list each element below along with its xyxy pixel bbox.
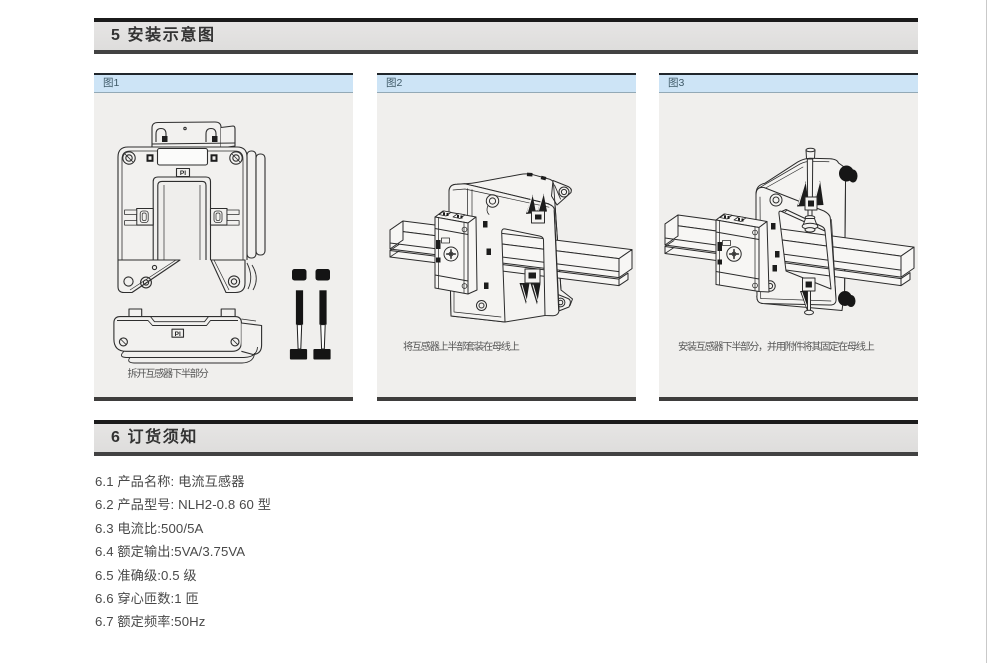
figure-1-label: 图1 bbox=[94, 75, 353, 93]
figure-3-body: 安装互感器下半部分，并用附件将其固定在母线上 bbox=[659, 93, 918, 397]
section-6-title: 6 订货须知 bbox=[111, 429, 198, 446]
figure-1-panel: 图1 bbox=[94, 73, 353, 401]
figure-2-caption: 将互感器上半部套装在母线上 bbox=[403, 342, 520, 353]
figure-3-label: 图3 bbox=[659, 75, 918, 93]
figure-2-panel: 图2 bbox=[377, 73, 636, 401]
figure-2-drawing bbox=[389, 172, 633, 323]
figure-1-drawing: PI bbox=[113, 121, 331, 364]
figure-1-part-label-top: PI bbox=[180, 170, 186, 177]
figure-1-part-label-bottom: PI bbox=[175, 331, 181, 338]
ordering-item-7: 6.7 额定频率:50Hz bbox=[95, 614, 206, 630]
ordering-item-3: 6.3 电流比:500/5A bbox=[95, 520, 204, 536]
ordering-item-6: 6.6 穿心匝数:1 匝 bbox=[95, 590, 199, 606]
figure-1-caption: 拆开互感器下半部分 bbox=[127, 369, 209, 380]
ordering-item-4: 6.4 额定输出:5VA/3.75VA bbox=[95, 544, 246, 560]
figure-1-body: PI bbox=[94, 93, 353, 397]
figure-2-label: 图2 bbox=[377, 75, 636, 93]
section-6-header: 6 订货须知 bbox=[94, 420, 918, 456]
figure-3-caption: 安装互感器下半部分，并用附件将其固定在母线上 bbox=[678, 342, 875, 353]
ordering-item-1: 6.1 产品名称: 电流互感器 bbox=[95, 474, 245, 489]
figure-3-panel: 图3 bbox=[659, 73, 918, 401]
figure-3-drawing bbox=[664, 147, 915, 316]
ordering-item-5: 6.5 准确级:0.5 级 bbox=[95, 567, 197, 583]
page-edge-line bbox=[986, 0, 987, 663]
ordering-item-2: 6.2 产品型号: NLH2-0.8 60 型 bbox=[95, 497, 271, 513]
figure-2-body: 将互感器上半部套装在母线上 bbox=[377, 93, 636, 397]
section-5-header: 5 安装示意图 bbox=[94, 18, 918, 54]
section-5-title: 5 安装示意图 bbox=[111, 27, 216, 44]
ordering-list: 6.1 产品名称: 电流互感器 6.2 产品型号: NLH2-0.8 60 型 … bbox=[95, 470, 271, 634]
